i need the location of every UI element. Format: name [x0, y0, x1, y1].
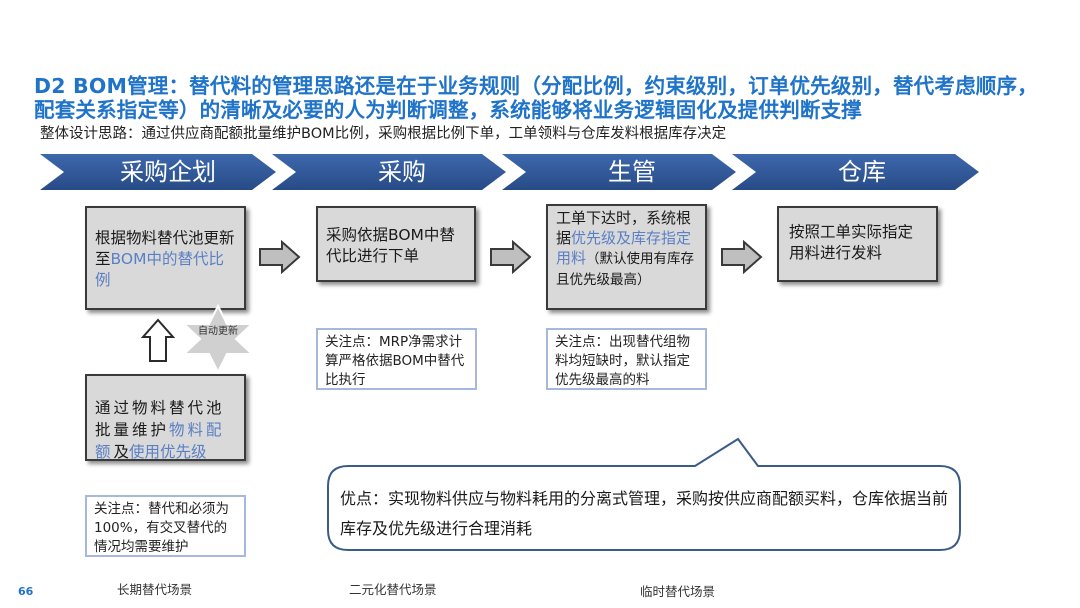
- production-highlight: 优先级及库存指定用料: [556, 229, 692, 267]
- warehouse-box: 按照工单实际指定用料进行发料: [777, 206, 938, 282]
- scene-label-temporary: 临时替代场景: [640, 584, 716, 599]
- planning-text: 根据物料替代池更新至: [95, 229, 235, 268]
- process-chevron-bar: [40, 154, 979, 190]
- planning-box: 根据物料替代池更新至BOM中的替代比例: [85, 206, 246, 310]
- production-text: 工单下达时，系统根据: [556, 209, 692, 247]
- chevron-stage-warehouse: [732, 154, 979, 190]
- auto-update-star-icon: [181, 304, 255, 374]
- advantage-text: 优点：实现物料供应与物料耗用的分离式管理，采购按供应商配额买料，仓库依据当前库存…: [340, 489, 949, 538]
- purchase-text: 采购依据BOM中替代比进行下单: [326, 226, 455, 265]
- production-box: 工单下达时，系统根据优先级及库存指定用料（默认使用有库存且优先级最高）: [546, 204, 707, 310]
- pool-and: 及: [113, 443, 130, 461]
- chevron-stage-planning: [40, 154, 276, 190]
- pool-note: 关注点：替代和必须为100%，有交叉替代的情况均需要维护: [85, 495, 246, 557]
- arrow-right-icon: [490, 240, 532, 274]
- production-default-note: （默认使用有库存且优先级最高）: [556, 251, 695, 288]
- pool-priority-highlight: 使用优先级: [129, 443, 207, 461]
- stage-label-warehouse: 仓库: [838, 158, 886, 186]
- design-subtitle: 整体设计思路：通过供应商配额批量维护BOM比例，采购根据比例下单，工单领料与仓库…: [40, 126, 727, 142]
- purchase-note: 关注点：MRP净需求计算严格依据BOM中替代比执行: [316, 328, 477, 390]
- pool-text: 通过物料替代池批量维护: [95, 399, 225, 439]
- scene-label-long-term: 长期替代场景: [117, 582, 193, 597]
- planning-highlight: BOM中的替代比例: [95, 250, 224, 289]
- pool-box: 通过物料替代池批量维护物料配额及使用优先级: [85, 374, 246, 461]
- warehouse-text: 按照工单实际指定用料进行发料: [789, 223, 914, 262]
- purchase-box: 采购依据BOM中替代比进行下单: [316, 206, 476, 282]
- arrow-right-icon: [259, 240, 301, 274]
- chevron-stage-purchase: [272, 154, 506, 190]
- pool-quota-highlight: 物料配额: [95, 421, 225, 461]
- production-note: 关注点：出现替代组物料均短缺时，默认指定优先级最高的料: [546, 328, 707, 390]
- chevron-stage-production: [502, 154, 736, 190]
- arrow-up-icon: [140, 318, 176, 362]
- scene-label-dual-source: 二元化替代场景: [349, 582, 437, 597]
- page-title: D2 BOM管理：替代料的管理思路还是在于业务规则（分配比例，约束级别，订单优先…: [34, 74, 1038, 122]
- stage-label-planning: 采购企划: [120, 158, 216, 186]
- stage-label-production: 生管: [608, 158, 656, 186]
- auto-update-label: 自动更新: [198, 326, 238, 337]
- arrow-right-icon: [721, 240, 763, 274]
- page-number: 66: [18, 585, 34, 598]
- stage-label-purchase: 采购: [378, 158, 426, 186]
- advantage-callout: [327, 437, 961, 551]
